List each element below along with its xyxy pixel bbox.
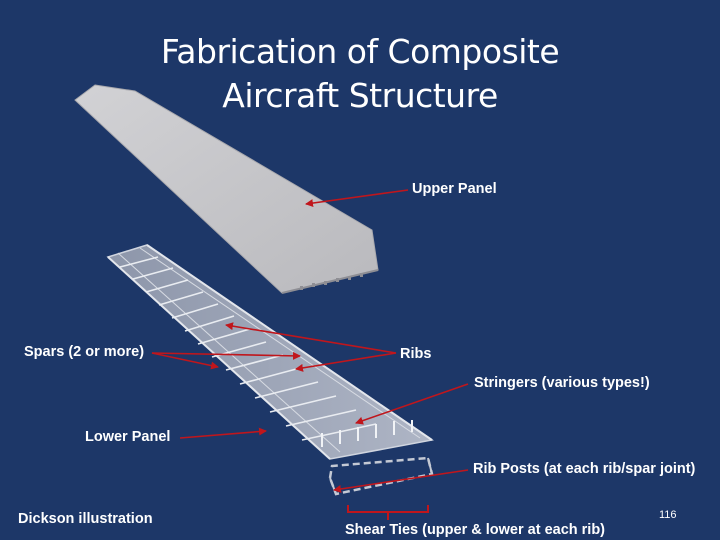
label-stringers: Stringers (various types!) <box>474 375 650 391</box>
wing-box-shape <box>106 244 434 460</box>
slide-title: Fabrication of Composite Aircraft Struct… <box>0 30 720 118</box>
label-lower-panel: Lower Panel <box>85 429 171 445</box>
illustration-credit: Dickson illustration <box>18 511 153 527</box>
label-upper-panel: Upper Panel <box>412 181 497 197</box>
title-line-2: Aircraft Structure <box>222 76 498 115</box>
callout-arrows <box>151 189 469 493</box>
label-ribs: Ribs <box>400 346 432 362</box>
label-rib-posts: Rib Posts (at each rib/spar joint) <box>473 461 696 477</box>
label-spars: Spars (2 or more) <box>24 344 145 360</box>
page-number: 116 <box>659 509 677 521</box>
label-shear-ties: Shear Ties (upper & lower at each rib) <box>345 522 606 538</box>
upper-panel-shape <box>74 84 379 294</box>
title-line-1: Fabrication of Composite <box>160 32 560 71</box>
